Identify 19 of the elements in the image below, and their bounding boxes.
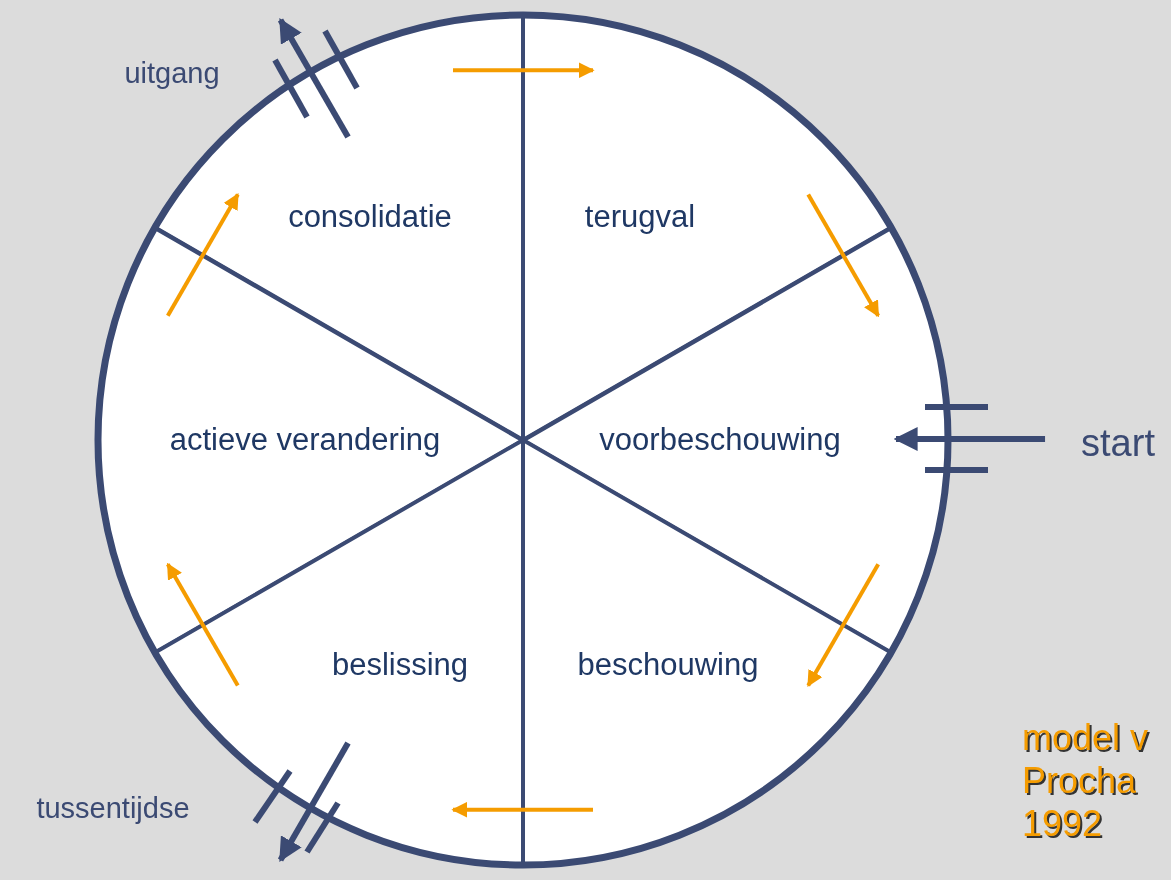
stage-label: consolidatie bbox=[288, 199, 452, 235]
arrow bbox=[166, 193, 240, 317]
arrow bbox=[277, 17, 351, 139]
arrow bbox=[806, 563, 880, 687]
arrow bbox=[806, 193, 880, 318]
arrow bbox=[451, 801, 593, 818]
arrow bbox=[166, 562, 240, 687]
start-label: start bbox=[1081, 421, 1155, 465]
exit-label: uitgang bbox=[124, 56, 220, 90]
stage-label: voorbeschouwing bbox=[599, 422, 841, 458]
stage-label: beschouwing bbox=[577, 647, 759, 683]
arrow bbox=[453, 62, 595, 79]
arrow bbox=[277, 741, 351, 863]
stage-label: terugval bbox=[584, 199, 696, 235]
stage-label: actieve verandering bbox=[169, 422, 441, 458]
source-note: model v Procha 1992 bbox=[1022, 716, 1150, 846]
arrow bbox=[893, 427, 1046, 451]
stage-label: beslissing bbox=[331, 647, 469, 683]
exit-label: tussentijdse bbox=[36, 791, 190, 825]
